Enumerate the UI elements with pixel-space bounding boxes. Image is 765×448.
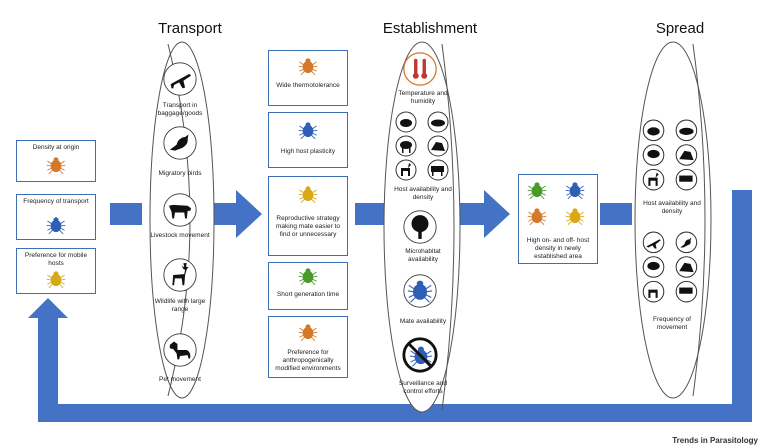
thermometer-icon xyxy=(403,52,437,86)
deer-small-icon xyxy=(395,159,417,181)
bird-icon xyxy=(163,126,197,160)
transport-label-pets: Pet movement xyxy=(159,376,201,383)
heading-spread: Spread xyxy=(655,20,705,37)
arrow-outcome-to-spread xyxy=(600,203,632,225)
orange-tick-icon xyxy=(298,324,318,342)
fox-icon xyxy=(427,135,449,157)
green-tick-icon xyxy=(298,268,318,286)
journal-brand: Trends in Parasitology xyxy=(672,436,758,445)
sheep-icon xyxy=(395,135,417,157)
establishment-label-mate: Mate availability xyxy=(399,318,447,325)
airplane-icon xyxy=(163,62,197,96)
factor-frequency-of-transport: Frequency of transport xyxy=(16,194,96,240)
establishment-label-hosts: Host availability and density xyxy=(394,186,452,201)
orange-tick-icon xyxy=(527,208,547,226)
trait-short-generation: Short generation time xyxy=(268,262,348,310)
sheep-icon xyxy=(642,256,665,278)
spread-hosts-grid xyxy=(642,119,698,191)
factor-density-at-origin: Density at origin xyxy=(16,140,96,182)
deer-small-icon xyxy=(642,280,665,303)
outcome-label: High on- and off- host density in newly … xyxy=(526,237,590,260)
green-tick-icon xyxy=(527,182,547,200)
cow-icon xyxy=(163,193,197,227)
fox-icon xyxy=(675,144,698,166)
transport-label-wildlife: Wildlife with large range xyxy=(154,298,206,313)
host-animals-grid xyxy=(395,111,449,181)
transport-label-birds: Migratory birds xyxy=(158,170,202,177)
tree-icon xyxy=(403,210,437,244)
gold-tick-icon xyxy=(565,208,585,226)
spread-label-movement: Frequency of movement xyxy=(653,316,691,331)
cow-small-icon xyxy=(675,168,698,191)
airplane-small-icon xyxy=(642,231,665,254)
trait-label: Reproductive strategy making mate easier… xyxy=(276,215,340,238)
blue-tick-icon xyxy=(565,182,585,200)
trait-label: High host plasticity xyxy=(280,148,336,155)
blue-tick-icon xyxy=(298,122,318,140)
trait-anthropogenic: Preference for anthropogenically modifie… xyxy=(268,316,348,378)
orange-tick-icon xyxy=(298,58,318,76)
outcome-box: High on- and off- host density in newly … xyxy=(518,174,598,264)
badger-icon xyxy=(427,111,449,133)
transport-label-baggage: Transport in baggage/goods xyxy=(157,102,203,117)
no-tick-icon xyxy=(402,337,438,373)
heading-transport: Transport xyxy=(158,20,222,37)
gold-tick-icon xyxy=(46,271,66,289)
spread-label-hosts: Host availability and density xyxy=(643,200,701,215)
dog-icon xyxy=(163,333,197,367)
rodent-icon xyxy=(642,119,665,142)
sheep-icon xyxy=(642,144,665,166)
rodent-icon xyxy=(395,111,417,133)
cow-small-icon xyxy=(675,280,698,303)
badger-icon xyxy=(675,119,698,142)
trait-thermotolerance: Wide thermotolerance xyxy=(268,50,348,106)
factor-label: Preference for mobile hosts xyxy=(24,252,88,267)
arrow-factors-to-transport xyxy=(110,203,142,225)
factor-label: Density at origin xyxy=(32,144,80,151)
cow-small-icon xyxy=(427,159,449,181)
factor-label: Frequency of transport xyxy=(23,198,89,205)
establishment-label-microhabitat: Microhabitat availability xyxy=(405,248,441,263)
trait-label: Wide thermotolerance xyxy=(276,82,340,89)
spread-cylinder xyxy=(634,41,712,399)
transport-label-livestock: Livestock movement xyxy=(150,232,210,239)
trait-label: Preference for anthropogenically modifie… xyxy=(275,349,341,372)
arrow-traits-to-establishment xyxy=(355,203,384,225)
factor-preference-mobile-hosts: Preference for mobile hosts xyxy=(16,248,96,294)
establishment-label-temperature: Temperature and humidity xyxy=(398,90,448,105)
trait-reproductive-strategy: Reproductive strategy making mate easier… xyxy=(268,176,348,256)
deer-small-icon xyxy=(642,168,665,191)
bird-small-icon xyxy=(675,231,698,254)
deer-icon xyxy=(163,258,197,292)
heading-establishment: Establishment xyxy=(382,20,478,37)
arrow-establishment-to-outcome xyxy=(458,190,510,238)
blue-tick-icon xyxy=(46,217,66,235)
trait-host-plasticity: High host plasticity xyxy=(268,112,348,168)
dog-small-icon xyxy=(675,256,698,278)
mate-tick-icon xyxy=(403,274,437,308)
spread-movement-grid xyxy=(642,231,698,303)
arrow-transport-to-traits xyxy=(208,190,262,238)
establishment-label-surveillance: Surveillance and control efforts xyxy=(398,380,448,395)
trait-label: Short generation time xyxy=(276,291,340,298)
gold-tick-icon xyxy=(298,186,318,204)
orange-tick-icon xyxy=(46,157,66,175)
